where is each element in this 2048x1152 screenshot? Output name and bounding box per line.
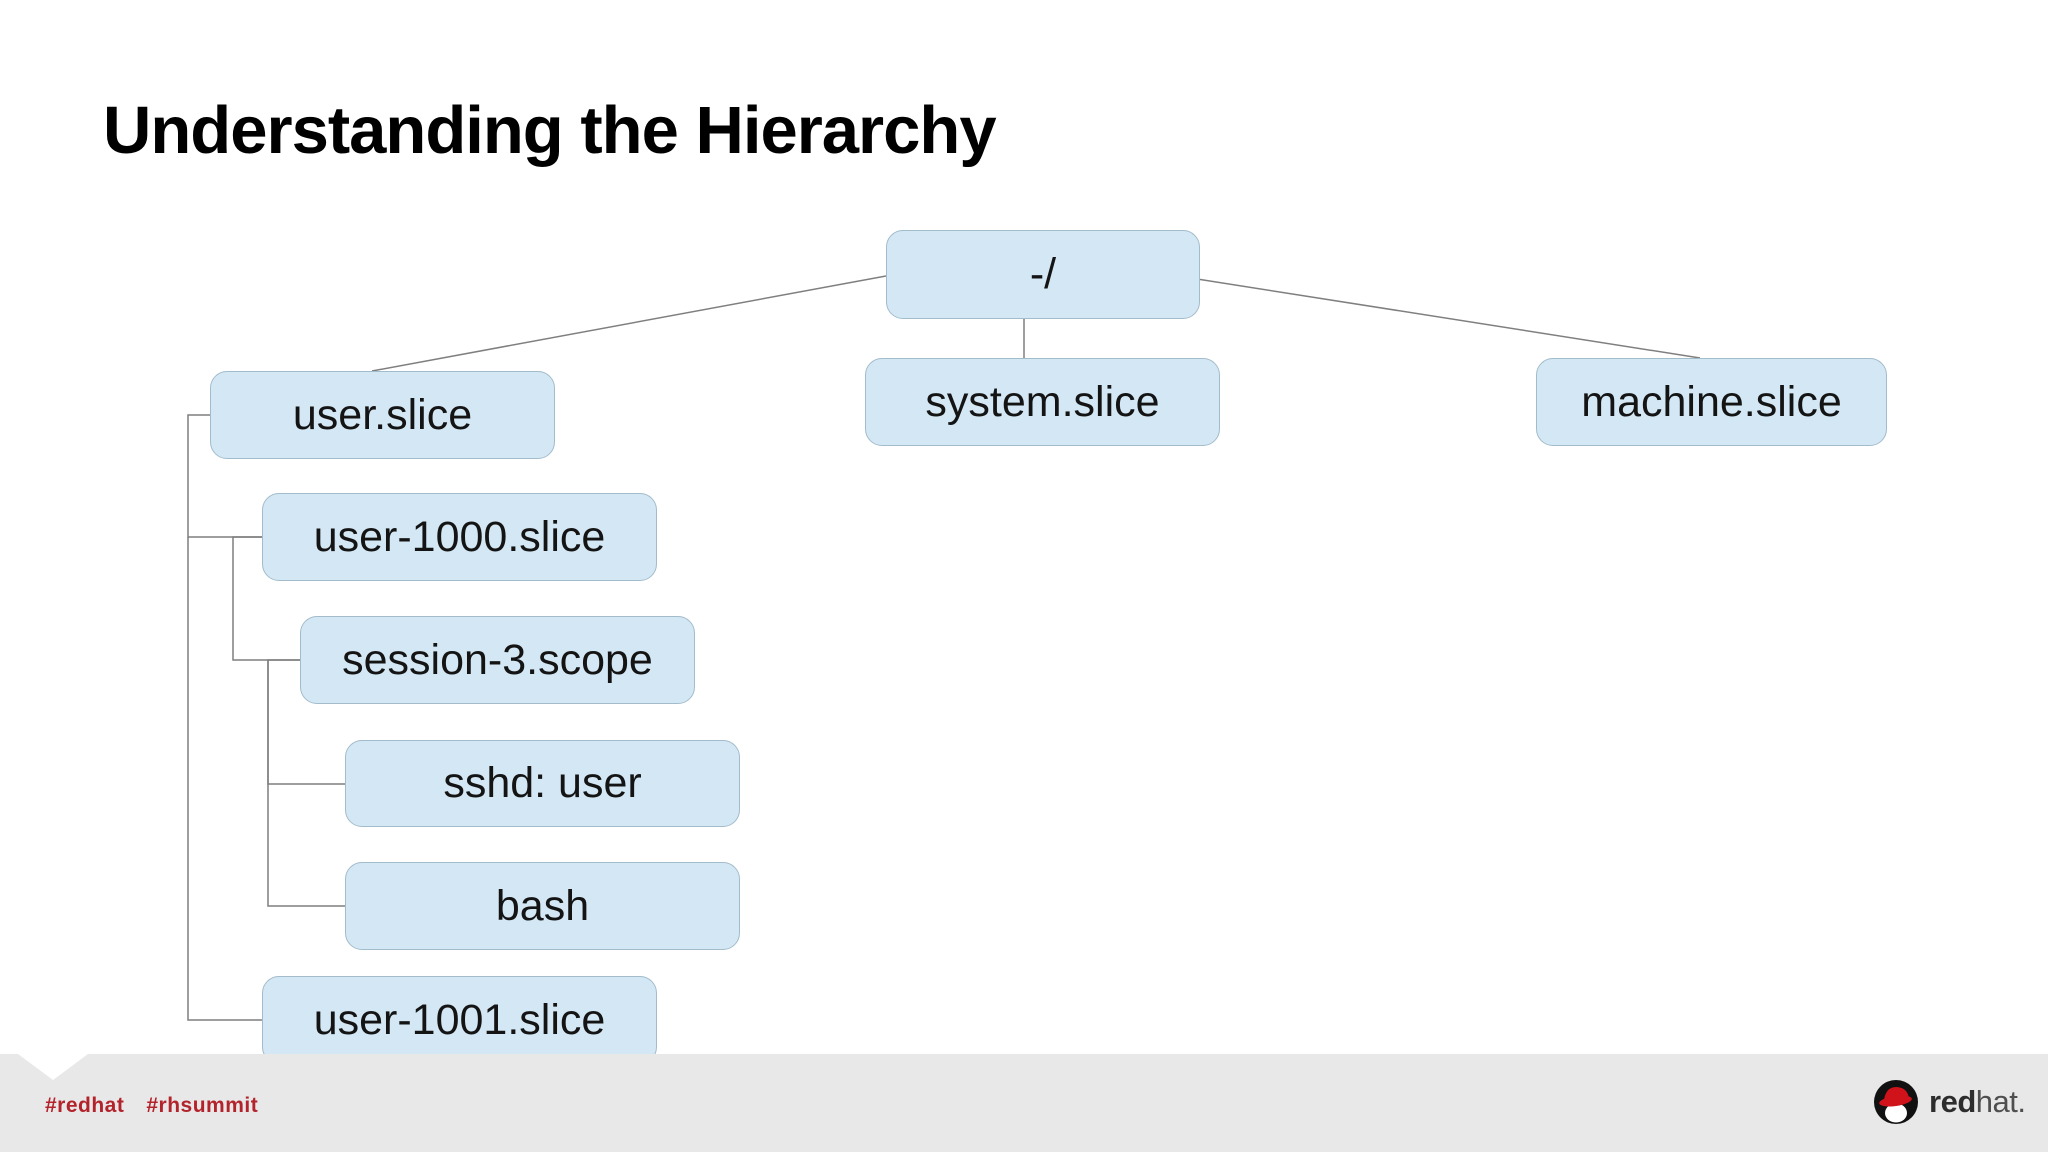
- tree-node-user-slice: user.slice: [210, 371, 555, 459]
- hashtag-rhsummit: #rhsummit: [146, 1094, 259, 1117]
- tree-node-root: -/: [886, 230, 1200, 319]
- tree-node-session-3-scope: session-3.scope: [300, 616, 695, 704]
- tree-node-user-1001-slice: user-1001.slice: [262, 976, 657, 1064]
- tree-node-user-1000-slice: user-1000.slice: [262, 493, 657, 581]
- connector-root-to-machine-slice: [1177, 275, 1701, 359]
- hashtag-redhat: #redhat: [45, 1094, 125, 1117]
- tree-node-machine-slice: machine.slice: [1536, 358, 1887, 446]
- footer-notch: [18, 1054, 88, 1080]
- tree-node-system-slice: system.slice: [865, 358, 1220, 446]
- logo-text-hat: hat: [1975, 1084, 2018, 1119]
- page-title: Understanding the Hierarchy: [103, 93, 997, 168]
- logo-text-dot: .: [2017, 1084, 2026, 1119]
- tree-node-sshd-user: sshd: user: [345, 740, 740, 827]
- shadowman-icon: [1874, 1080, 1919, 1124]
- connector-root-to-user-slice: [371, 275, 887, 372]
- logo-text-red: red: [1929, 1084, 1976, 1119]
- connector-user-slice-to-user-1001-slice: [187, 537, 262, 1021]
- footer-hashtags: #redhat #rhsummit: [45, 1094, 280, 1118]
- tree-node-bash: bash: [345, 862, 740, 950]
